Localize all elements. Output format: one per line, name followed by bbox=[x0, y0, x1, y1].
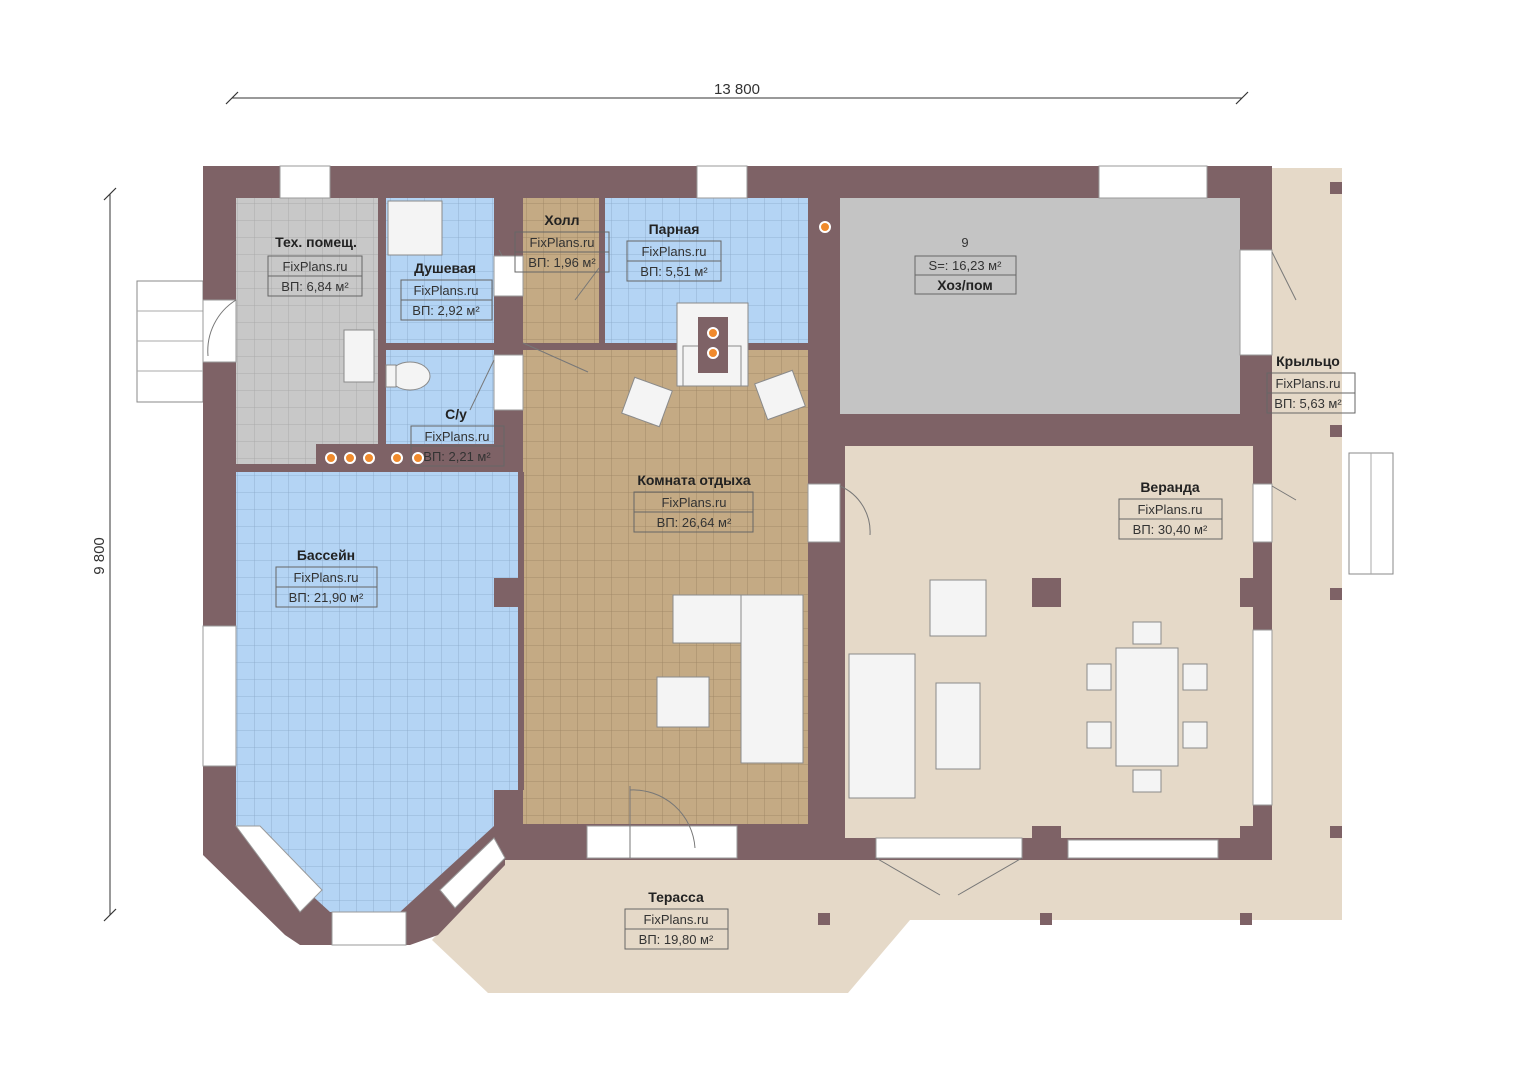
room-area: ВП: 1,96 м² bbox=[528, 255, 596, 270]
sauna-chimney bbox=[698, 317, 728, 373]
wall-hall-sauna bbox=[599, 198, 605, 343]
dimension-height: 9 800 bbox=[91, 187, 117, 922]
label-shower: Душевая FixPlans.ru ВП: 2,92 м² bbox=[400, 260, 493, 321]
wall-shower-wc bbox=[386, 343, 494, 350]
wall-hall-lounge bbox=[523, 343, 808, 350]
label-hall: Холл FixPlans.ru ВП: 1,96 м² bbox=[514, 212, 610, 273]
room-name: Парная bbox=[649, 221, 700, 237]
toilet-tank bbox=[385, 364, 397, 388]
porch-floor bbox=[1270, 168, 1342, 920]
room-brand: FixPlans.ru bbox=[282, 259, 347, 274]
terrace-floor bbox=[432, 858, 1340, 993]
room-brand: FixPlans.ru bbox=[293, 570, 358, 585]
door-veranda-terrace[interactable] bbox=[875, 837, 1023, 859]
label-wc: С/у FixPlans.ru ВП: 2,21 м² bbox=[410, 406, 505, 467]
wall-utility-veranda bbox=[840, 414, 1272, 446]
door-porch-utility[interactable] bbox=[1239, 249, 1273, 356]
door-entry[interactable] bbox=[202, 299, 237, 363]
door-lounge-veranda[interactable] bbox=[807, 483, 841, 543]
door-shower[interactable] bbox=[493, 255, 524, 297]
room-area: ВП: 30,40 м² bbox=[1133, 522, 1208, 537]
room-name: Комната отдыха bbox=[637, 472, 751, 488]
room-name: Крыльцо bbox=[1276, 353, 1340, 369]
utility-floor bbox=[840, 198, 1240, 414]
wall-pool-lounge bbox=[518, 472, 524, 790]
window-pool-diag-left[interactable] bbox=[235, 825, 323, 913]
room-name: Бассейн bbox=[297, 547, 355, 563]
posts bbox=[494, 182, 1342, 925]
door-veranda-porch[interactable] bbox=[1252, 483, 1273, 543]
room-name: Холл bbox=[544, 212, 579, 228]
window-pool-bottom[interactable] bbox=[331, 911, 407, 946]
window-top-2[interactable] bbox=[696, 165, 748, 199]
veranda-furniture bbox=[848, 579, 1208, 799]
lounge-furniture bbox=[621, 369, 806, 764]
room-brand: FixPlans.ru bbox=[641, 244, 706, 259]
room-name: Терасса bbox=[648, 889, 704, 905]
room-area: ВП: 5,63 м² bbox=[1274, 396, 1342, 411]
label-terrace: Терасса FixPlans.ru ВП: 19,80 м² bbox=[624, 889, 729, 950]
room-area: S=: 16,23 м² bbox=[929, 258, 1003, 273]
door-wc[interactable] bbox=[493, 354, 524, 411]
dimension-height-label: 9 800 bbox=[91, 537, 108, 575]
tech-sink bbox=[343, 329, 375, 383]
window-pool-diag-right[interactable] bbox=[439, 837, 506, 909]
dimension-width: 13 800 bbox=[225, 81, 1249, 105]
window-top-1[interactable] bbox=[279, 165, 331, 199]
room-area: ВП: 5,51 м² bbox=[640, 264, 708, 279]
label-sauna: Парная FixPlans.ru ВП: 5,51 м² bbox=[626, 221, 722, 282]
label-veranda: Веранда FixPlans.ru ВП: 30,40 м² bbox=[1118, 479, 1223, 540]
dimension-width-label: 13 800 bbox=[714, 81, 760, 98]
window-pool-left[interactable] bbox=[202, 625, 237, 767]
wall-tech-shower bbox=[378, 198, 386, 464]
label-utility: 9 S=: 16,23 м² Хоз/пом bbox=[914, 235, 1017, 295]
room-brand: FixPlans.ru bbox=[1137, 502, 1202, 517]
pool-floor bbox=[236, 472, 520, 912]
room-brand: FixPlans.ru bbox=[661, 495, 726, 510]
label-pool: Бассейн FixPlans.ru ВП: 21,90 м² bbox=[275, 547, 378, 608]
room-brand: FixPlans.ru bbox=[1275, 376, 1340, 391]
room-brand: FixPlans.ru bbox=[424, 429, 489, 444]
window-veranda-right[interactable] bbox=[1252, 629, 1273, 806]
shower-tray bbox=[387, 200, 443, 256]
label-porch: Крыльцо FixPlans.ru ВП: 5,63 м² bbox=[1266, 353, 1356, 414]
room-name: Тех. помещ. bbox=[275, 234, 357, 250]
label-tech: Тех. помещ. FixPlans.ru ВП: 6,84 м² bbox=[267, 234, 363, 297]
room-name: Душевая bbox=[414, 260, 476, 276]
room-area: ВП: 21,90 м² bbox=[289, 590, 364, 605]
room-area: ВП: 2,21 м² bbox=[423, 449, 491, 464]
room-area: ВП: 19,80 м² bbox=[639, 932, 714, 947]
room-number: 9 bbox=[961, 235, 968, 250]
room-area: ВП: 26,64 м² bbox=[657, 515, 732, 530]
window-top-3[interactable] bbox=[1098, 165, 1208, 199]
room-name: Хоз/пом bbox=[937, 277, 993, 293]
window-lounge-bottom[interactable] bbox=[586, 825, 738, 859]
room-area: ВП: 2,92 м² bbox=[412, 303, 480, 318]
room-brand: FixPlans.ru bbox=[529, 235, 594, 250]
room-name: Веранда bbox=[1140, 479, 1200, 495]
room-area: ВП: 6,84 м² bbox=[281, 279, 349, 294]
label-lounge: Комната отдыха FixPlans.ru ВП: 26,64 м² bbox=[633, 472, 754, 533]
room-name: С/у bbox=[445, 406, 467, 422]
window-veranda-bottom[interactable] bbox=[1067, 839, 1219, 859]
room-brand: FixPlans.ru bbox=[643, 912, 708, 927]
hall-floor bbox=[523, 198, 599, 343]
room-brand: FixPlans.ru bbox=[413, 283, 478, 298]
